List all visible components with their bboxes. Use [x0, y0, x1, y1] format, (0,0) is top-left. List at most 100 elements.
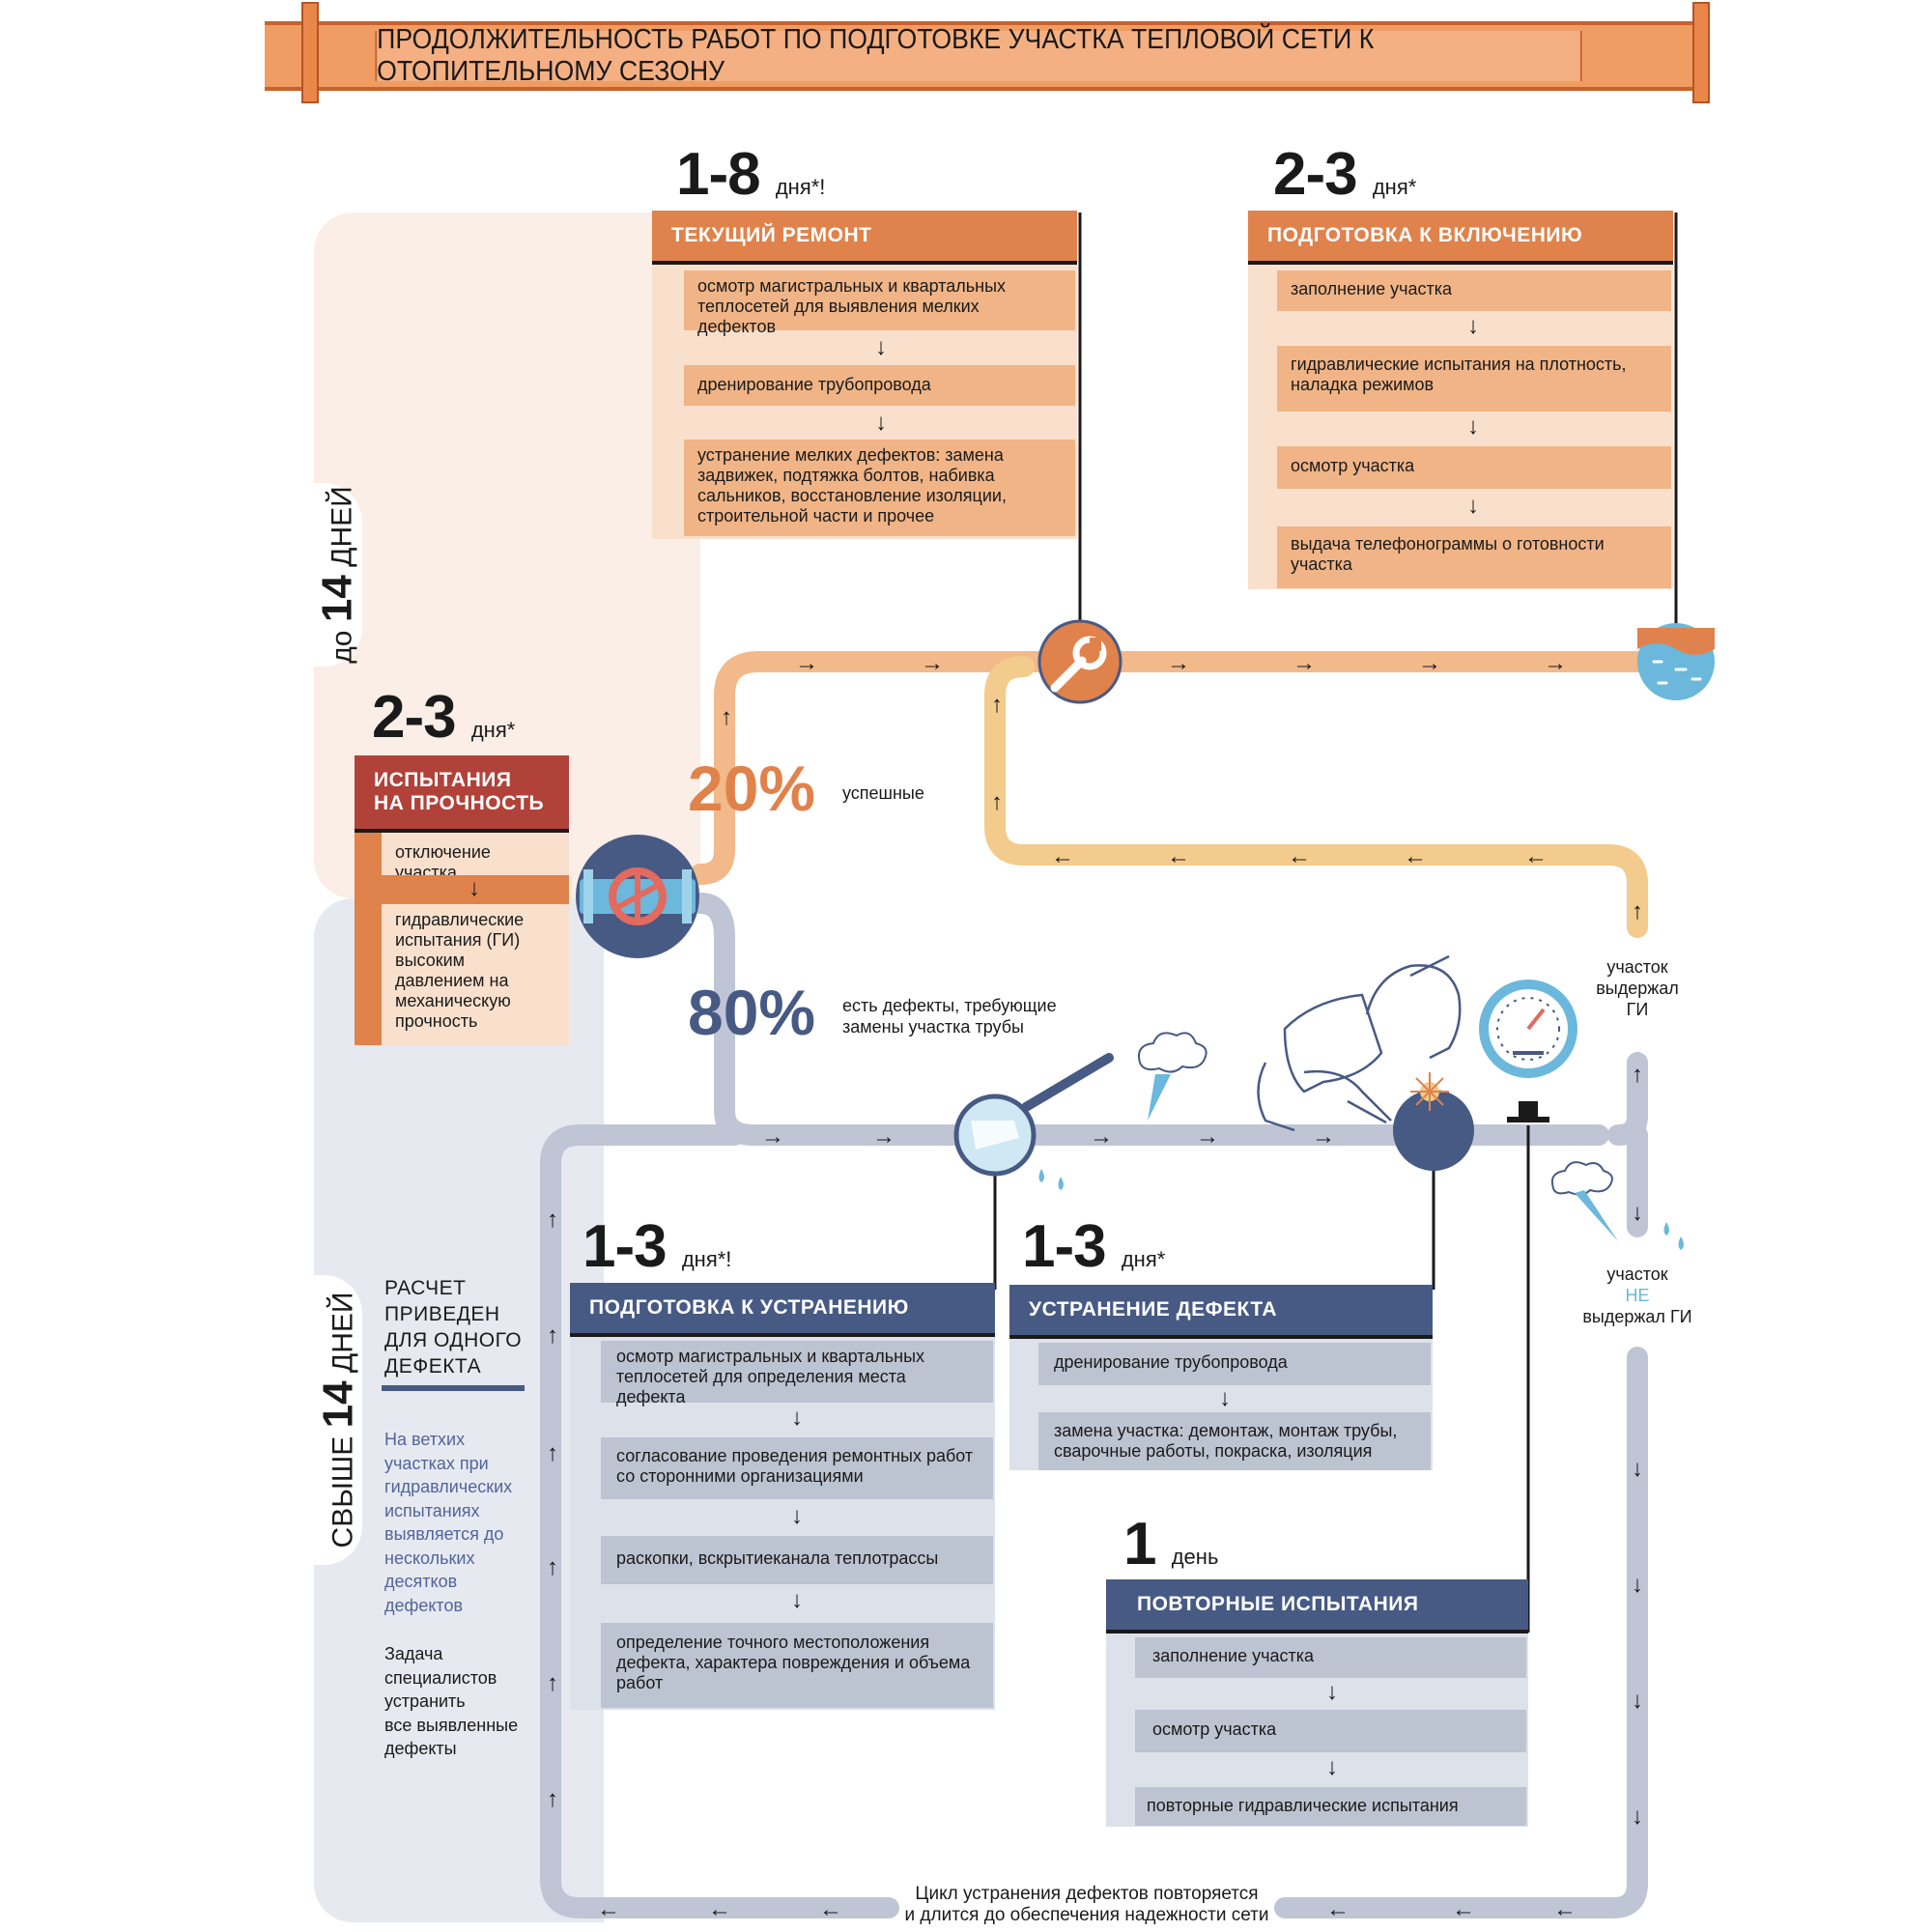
podgotovka-ustr-step-3: раскопки, вскрытиеканала теплотрассы	[601, 1536, 993, 1584]
svg-text:←: ←	[1167, 843, 1190, 869]
ispytaniya-stripe	[355, 833, 382, 1045]
water-icon	[1637, 623, 1715, 700]
povtornye-step-1: заполнение участка	[1135, 1637, 1526, 1678]
side-heading: РАСЧЕТ ПРИВЕДЕН ДЛЯ ОДНОГО ДЕФЕКТА	[384, 1275, 529, 1379]
title-bar: ПРОДОЛЖИТЕЛЬНОСТЬ РАБОТ ПО ПОДГОТОВКЕ УЧ…	[265, 21, 1692, 91]
svg-text:←: ←	[708, 1896, 731, 1922]
tekushchiy-duration: 1-8 дня*!	[676, 145, 825, 205]
cycle-note-line1: Цикл устранения дефектов повторяется	[915, 1884, 1259, 1904]
arrow-down-icon: ↓	[469, 875, 480, 901]
duration-unit: дня*	[470, 718, 516, 742]
podgotovka-vkl-step-4: выдача телефонограммы о готовности участ…	[1277, 526, 1671, 588]
svg-text:↓: ↓	[1632, 1804, 1643, 1830]
svg-text:↑: ↑	[991, 789, 1003, 815]
svg-text:←: ←	[1452, 1896, 1475, 1922]
podgotovka-vkl-header: ПОДГОТОВКА К ВКЛЮЧЕНИЮ	[1248, 211, 1673, 265]
welder-icon	[1257, 954, 1462, 1132]
duration-unit: дня*!	[775, 175, 826, 199]
ustranenie-duration: 1-3 дня*	[1022, 1217, 1165, 1277]
podgotovka-ustr-step-4: определение точного местоположения дефек…	[601, 1623, 993, 1708]
zone-label-top: до 14 ДНЕЙ	[314, 483, 362, 667]
side-blue-line: дефектов	[384, 1595, 464, 1615]
duration-unit: дня*!	[681, 1247, 732, 1271]
side-divider	[382, 1385, 525, 1391]
ustranenie-step-1: дренирование трубопровода	[1038, 1343, 1431, 1385]
svg-text:←: ←	[597, 1896, 620, 1922]
duration-unit: день	[1171, 1545, 1219, 1569]
failed-line3: выдержал ГИ	[1582, 1307, 1692, 1326]
svg-text:→: →	[1167, 650, 1190, 676]
svg-text:↓: ↓	[1632, 1200, 1643, 1226]
tekushchiy-step-2: дренирование трубопровода	[684, 365, 1075, 406]
ispytaniya-duration: 2-3 дня*	[372, 688, 515, 748]
side-heading-line-3: ДЛЯ ОДНОГО	[384, 1329, 523, 1351]
svg-text:→: →	[1090, 1123, 1113, 1150]
podgotovka-ustr-step-1: осмотр магистральных и квартальных тепло…	[601, 1341, 993, 1406]
failed-line1: участок	[1606, 1264, 1668, 1284]
arrow-down-icon: ↓	[1326, 1754, 1338, 1780]
svg-text:←: ←	[1553, 1896, 1577, 1922]
tekushchiy-step-1: осмотр магистральных и квартальных тепло…	[684, 270, 1075, 336]
podgotovka-vkl-step-2: гидравлические испытания на плотность, н…	[1277, 346, 1671, 412]
page-title: ПРОДОЛЖИТЕЛЬНОСТЬ РАБОТ ПО ПОДГОТОВКЕ УЧ…	[375, 24, 1582, 87]
side-heading-line-4: ДЕФЕКТА	[384, 1355, 482, 1378]
zone-label-bottom: СВЫШЕ 14 ДНЕЙ	[314, 1275, 362, 1565]
arrow-down-icon: ↓	[1326, 1679, 1338, 1705]
duration-number: 1-3	[1022, 1213, 1107, 1280]
svg-text:→: →	[1312, 1123, 1335, 1150]
svg-text:↑: ↑	[1632, 1062, 1643, 1088]
side-task-line: дефекты	[384, 1739, 457, 1758]
ispytaniya-step-1: отключение участка	[382, 833, 569, 882]
svg-text:↓: ↓	[1632, 1688, 1643, 1714]
duration-number: 1-3	[582, 1213, 668, 1280]
svg-text:→: →	[1196, 1123, 1219, 1150]
valve-icon	[576, 835, 699, 958]
ispytaniya-step-2: гидравлические испытания (ГИ) высоким да…	[382, 904, 569, 1045]
failed-label: участок НЕ выдержал ГИ	[1565, 1264, 1710, 1327]
podgotovka-vkl-step-3: осмотр участка	[1277, 446, 1671, 489]
passed-label: участок выдержал ГИ	[1570, 956, 1705, 1020]
povtornye-step-3: повторные гидравлические испытания	[1135, 1787, 1526, 1826]
defects-label-line1: есть дефекты, требующие	[842, 996, 1057, 1015]
wrench-icon	[1037, 619, 1122, 704]
success-label: успешные	[842, 783, 924, 803]
svg-text:↑: ↑	[721, 704, 732, 730]
passed-line1: участок	[1606, 957, 1668, 977]
svg-text:→: →	[761, 1123, 784, 1150]
side-task-line: Задача	[384, 1644, 443, 1663]
ustranenie-step-2: замена участка: демонтаж, монтаж трубы, …	[1038, 1412, 1431, 1470]
duration-unit: дня*	[1372, 175, 1417, 199]
arrow-down-icon: ↓	[875, 334, 887, 360]
duration-number: 1	[1123, 1511, 1156, 1577]
side-task-note: Задача специалистов устранить все выявле…	[384, 1642, 539, 1761]
arrow-down-icon: ↓	[875, 410, 887, 436]
podgotovka-ustr-header: ПОДГОТОВКА К УСТРАНЕНИЮ	[570, 1283, 995, 1337]
svg-text:↑: ↑	[547, 1670, 558, 1696]
steam-cloud-icon	[1138, 1032, 1208, 1121]
side-task-line: все выявленные	[384, 1715, 519, 1735]
magnifier-icon	[953, 1053, 1114, 1190]
duration-unit: дня*	[1121, 1247, 1166, 1271]
arrow-down-icon: ↓	[791, 1587, 803, 1613]
passed-line2: выдержал	[1596, 979, 1679, 998]
podgotovka-vkl-duration: 2-3 дня*	[1273, 145, 1416, 205]
svg-text:↑: ↑	[547, 1786, 558, 1812]
tekushchiy-header: ТЕКУЩИЙ РЕМОНТ	[652, 211, 1077, 265]
arrow-down-icon: ↓	[1219, 1385, 1231, 1411]
cycle-note: Цикл устранения дефектов повторяется и д…	[889, 1884, 1285, 1926]
side-blue-note: На ветхих участках при гидравлических ис…	[384, 1428, 539, 1617]
side-blue-line: выявляется до	[384, 1524, 504, 1544]
side-heading-line-1: РАСЧЕТ	[384, 1277, 467, 1299]
svg-text:→: →	[872, 1123, 895, 1150]
failed-line2: НЕ	[1625, 1286, 1650, 1305]
svg-text:←: ←	[1326, 1896, 1350, 1922]
side-blue-line: участках при	[384, 1453, 489, 1473]
ispytaniya-header-line1: ИСПЫТАНИЯ	[374, 769, 512, 791]
svg-text:↑: ↑	[547, 1440, 558, 1466]
side-blue-line: нескольких	[384, 1548, 475, 1568]
defects-label-line2: замены участка трубы	[842, 1017, 1024, 1037]
svg-text:→: →	[1418, 650, 1441, 676]
svg-text:←: ←	[1288, 843, 1311, 869]
svg-text:←: ←	[819, 1896, 842, 1922]
